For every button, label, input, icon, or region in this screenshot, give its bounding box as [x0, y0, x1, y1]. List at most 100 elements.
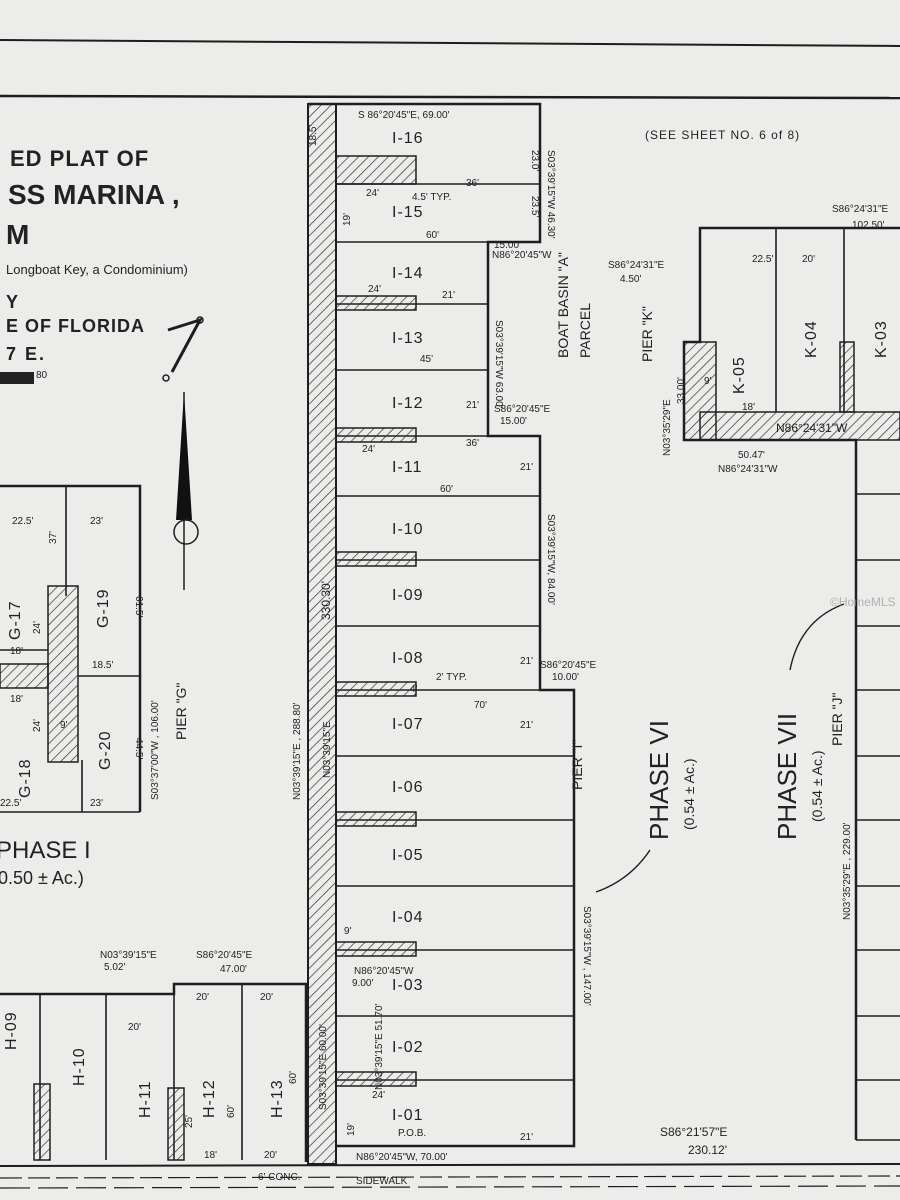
slip-label: G-17 [7, 600, 24, 640]
sidewalk-label: SIDEWALK [356, 1176, 408, 1187]
see-sheet-note: (SEE SHEET NO. 6 of 8) [645, 128, 800, 142]
dim-label: 21' [520, 720, 533, 731]
bearing-label: N03°35'29"E , 229.00' [842, 822, 853, 920]
phase-vii-area: (0.54 ± Ac.) [809, 751, 825, 823]
dim-label: 60' [426, 230, 439, 241]
drawing-border-top [0, 94, 900, 100]
dim-label: 24' [366, 188, 379, 199]
slip-label: G-20 [97, 730, 114, 770]
dim-label: 21' [442, 290, 455, 301]
dim-label: 9' [704, 376, 712, 387]
dim-label: 23' [90, 516, 103, 527]
title-subtitle: Longboat Key, a Condominium) [6, 262, 188, 277]
dim-label: 24' [362, 444, 375, 455]
bearing-label: N03°39'15"E [322, 721, 333, 778]
bearing-label: S86°24'31"E [608, 260, 664, 271]
bearing-label: S86°20'45"E [196, 950, 252, 961]
dim-label: 9' [344, 926, 352, 937]
phase-i-label: PHASE I [0, 837, 91, 864]
dim-label: 20' [260, 992, 273, 1003]
slip-label: I-15 [392, 204, 424, 221]
dim-label: 4.5' TYP. [412, 192, 451, 203]
bearing-label: N03°35'29"E [662, 399, 673, 456]
dim-label: 18' [10, 694, 23, 705]
slip-label: K-03 [873, 320, 890, 358]
bearing-label: S03°39'15"W, 84.00' [545, 514, 556, 605]
slip-label: I-05 [392, 847, 424, 864]
drawing-border-bottom [0, 1163, 900, 1167]
title-line-1: ED PLAT OF [10, 146, 149, 171]
bearing-label: S03°37'00"W , 106.00' [150, 700, 161, 800]
sheet-border-top [0, 39, 900, 47]
slip-label: I-09 [392, 587, 424, 604]
bearing-label: S03°39'15"W 63.00' [493, 320, 504, 409]
dim-label: 23.0' [529, 150, 540, 171]
phase-vii-label: PHASE VII [772, 713, 802, 840]
slip-label: I-07 [392, 716, 424, 733]
title-line-3: M [6, 219, 29, 250]
dim-label: 36' [466, 438, 479, 449]
pier-g-complex: G-17 G-19 G-18 G-20 22.5' 23' 37' 61.5' … [0, 484, 189, 813]
dim-label: 37' [48, 531, 59, 544]
slip-label: H-11 [137, 1081, 154, 1119]
slip-label: I-01 [392, 1107, 424, 1124]
dim-label: 10.00' [552, 672, 579, 683]
dim-label: 23' [90, 798, 103, 809]
dim-label: 20' [802, 254, 815, 265]
dim-label: 60' [440, 484, 453, 495]
dim-label: 50.47' [738, 450, 765, 461]
bearing-label: N03°39'15"E [100, 950, 157, 961]
pier-j-label: PIER "J" [829, 692, 845, 746]
dim-label: 18' [204, 1150, 217, 1161]
bearing-label: N86°20'45"W, 70.00' [356, 1152, 448, 1163]
dim-label: 2' TYP. [436, 672, 467, 683]
dim-label: 18' [10, 646, 23, 657]
dim-label: 20' [128, 1022, 141, 1033]
dim-label: 20' [264, 1150, 277, 1161]
slip-label: G-18 [17, 758, 34, 798]
dim-label: 44.5' [133, 738, 144, 759]
dim-label: 9' [60, 720, 68, 731]
title-line-5: Y [6, 292, 18, 312]
slip-label: I-14 [392, 265, 424, 282]
pier-i-complex: I-16 I-15 I-14 I-13 I-12 I-11 I-10 I-09 … [292, 102, 596, 1165]
pier-i-label: PIER "I" [569, 740, 585, 790]
scale-label: 80 [36, 370, 48, 381]
dim-label: 60' [226, 1105, 237, 1118]
dim-label: 22.5' [12, 516, 33, 527]
north-arrow-icon [162, 316, 204, 590]
slip-label: H-12 [201, 1079, 218, 1118]
slip-label: H-10 [71, 1047, 88, 1086]
slip-label: I-03 [392, 977, 424, 994]
slip-label: I-10 [392, 521, 424, 538]
dim-label: 15.00' [494, 240, 521, 251]
slip-label: G-19 [95, 588, 112, 628]
dim-label: 9.00' [352, 978, 373, 989]
dim-label: 230.12' [688, 1143, 727, 1157]
bearing-label: S03°39'15"W 46.30' [545, 150, 556, 239]
bearing-label: N86°20'45"W [354, 966, 414, 977]
dim-label: 102.50' [852, 220, 885, 231]
bearing-label: N86°20'45"W [492, 250, 552, 261]
slip-label: I-02 [392, 1039, 424, 1056]
dim-label: 18.5' [308, 125, 319, 146]
slip-label: I-12 [392, 395, 424, 412]
pob-label: P.O.B. [398, 1128, 426, 1139]
slip-label: K-04 [803, 320, 820, 358]
bearing-label: S86°21'57"E [660, 1125, 727, 1139]
dim-label: 4' [410, 684, 418, 695]
walkway-hatched [307, 103, 337, 1165]
slip-label: I-04 [392, 909, 424, 926]
bearing-label: S 86°20'45"E, 69.00' [358, 110, 450, 121]
pier-k-complex: K-05 K-04 K-03 22.5' 20' S86°24'31"E 102… [608, 204, 900, 1141]
dim-label: 5.02' [104, 962, 125, 973]
dim-label: 330.30' [319, 581, 333, 620]
dim-label: 24' [368, 284, 381, 295]
title-line-2: SS MARINA , [8, 179, 180, 210]
dim-label: 25' [184, 1115, 195, 1128]
dim-label: 21' [520, 656, 533, 667]
pier-k-label: PIER "K" [639, 306, 655, 362]
conc-label: 6' CONC. [258, 1172, 300, 1183]
dim-label: 60' [288, 1071, 299, 1084]
bearing-label: N03°39'15"E 51.70' [374, 1003, 385, 1090]
